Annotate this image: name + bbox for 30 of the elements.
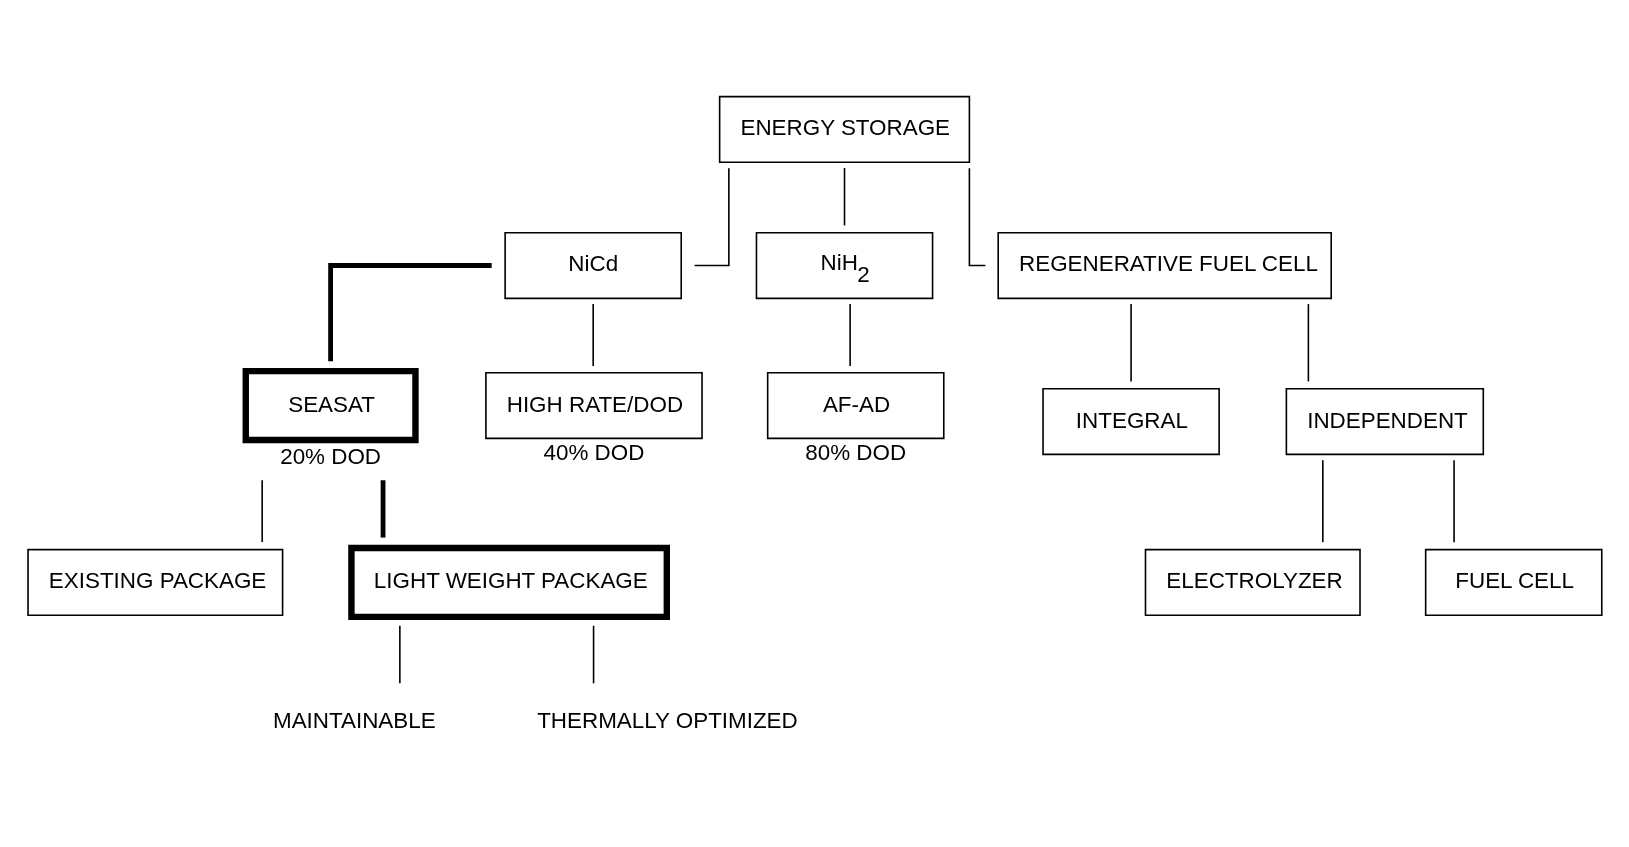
node-box: LIGHT WEIGHT PACKAGE: [348, 544, 670, 620]
node-box: ENERGY STORAGE: [718, 95, 971, 163]
node-box: EXISTING PACKAGE: [27, 548, 284, 616]
connector: [693, 166, 730, 266]
node-box: ELECTROLYZER: [1144, 548, 1361, 616]
node-box: AF-AD: [766, 371, 945, 439]
node-text: MAINTAINABLE: [272, 707, 436, 733]
node-label: 20% DOD: [280, 443, 382, 469]
connector: [843, 166, 846, 226]
connector: [1453, 458, 1455, 543]
node-box: INTEGRAL: [1042, 387, 1220, 455]
node-label: 40% DOD: [543, 439, 645, 465]
connector: [399, 624, 401, 684]
node-text: THERMALLY OPTIMIZED: [537, 707, 798, 733]
connector: [592, 624, 595, 684]
connector: [328, 262, 492, 361]
node-box: REGENERATIVE FUEL CELL: [997, 231, 1332, 299]
connector: [849, 302, 851, 367]
connector: [1130, 302, 1132, 382]
connector: [380, 479, 386, 538]
connector: [1322, 458, 1324, 543]
node-box: INDEPENDENT: [1285, 387, 1485, 455]
node-box: NiCd: [504, 231, 682, 299]
connector: [592, 302, 594, 367]
node-box: HIGH RATE/DOD: [485, 371, 703, 439]
node-box: FUEL CELL: [1424, 548, 1603, 616]
node-label: 80% DOD: [805, 439, 907, 465]
node-box: SEASAT: [242, 367, 419, 443]
connector: [261, 478, 263, 543]
connector: [1307, 302, 1310, 382]
